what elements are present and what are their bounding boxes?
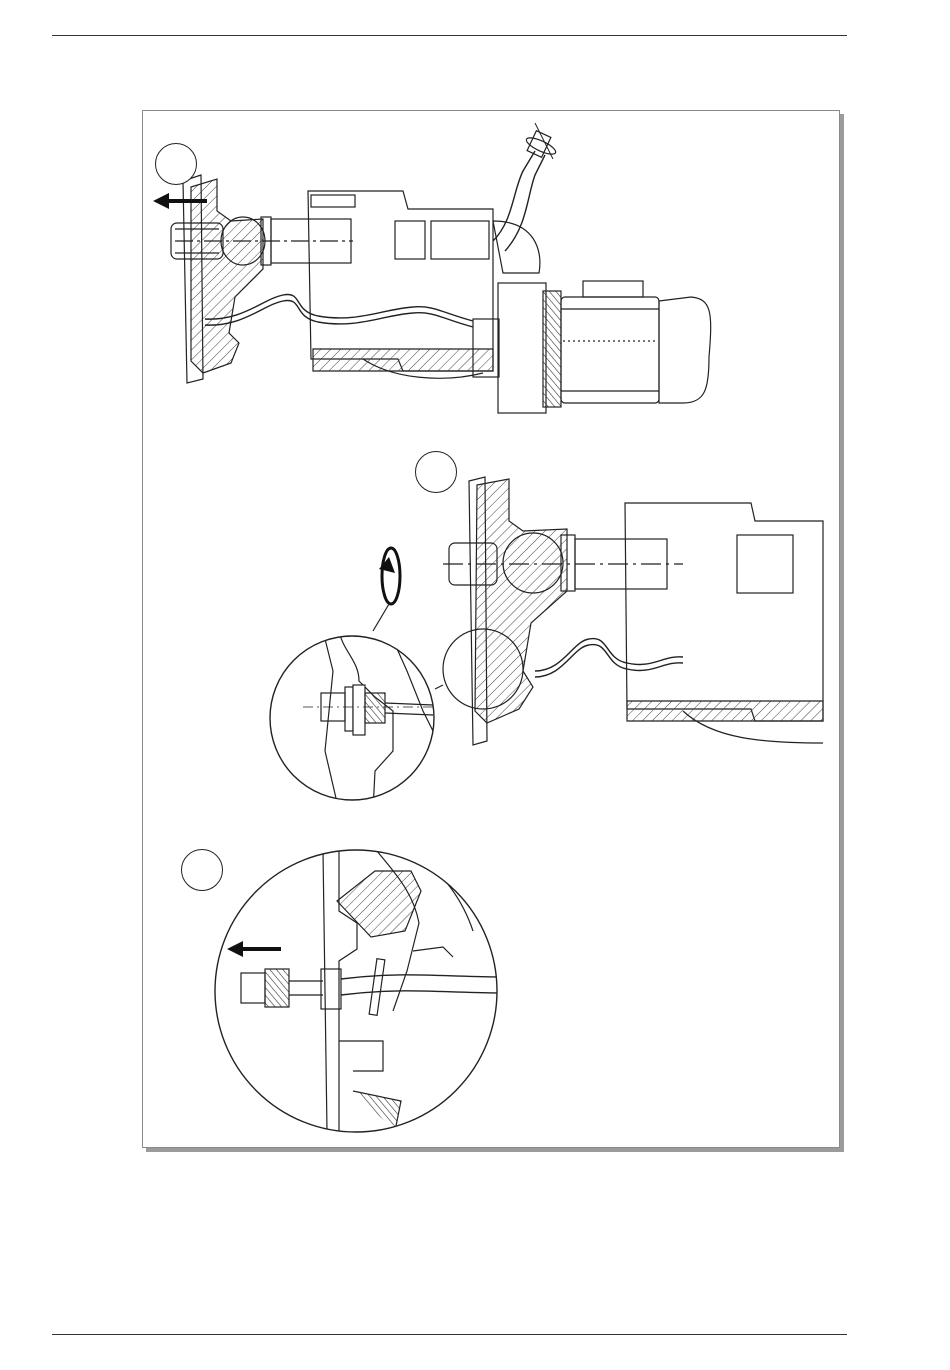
header-rule	[52, 35, 847, 36]
detail-view-a	[270, 631, 443, 811]
step-2-drawing	[435, 477, 823, 745]
footer-rule	[52, 1334, 847, 1335]
step-3-marker	[181, 849, 223, 891]
pump-diagram	[143, 111, 839, 1147]
leader-line	[373, 604, 389, 631]
diagram-frame	[142, 110, 840, 1148]
step-1-drawing	[171, 123, 711, 413]
step-2-marker	[415, 451, 457, 493]
rotate-arrow-icon	[379, 548, 400, 604]
detail-view-b	[215, 850, 503, 1132]
step-1-marker	[155, 143, 197, 185]
